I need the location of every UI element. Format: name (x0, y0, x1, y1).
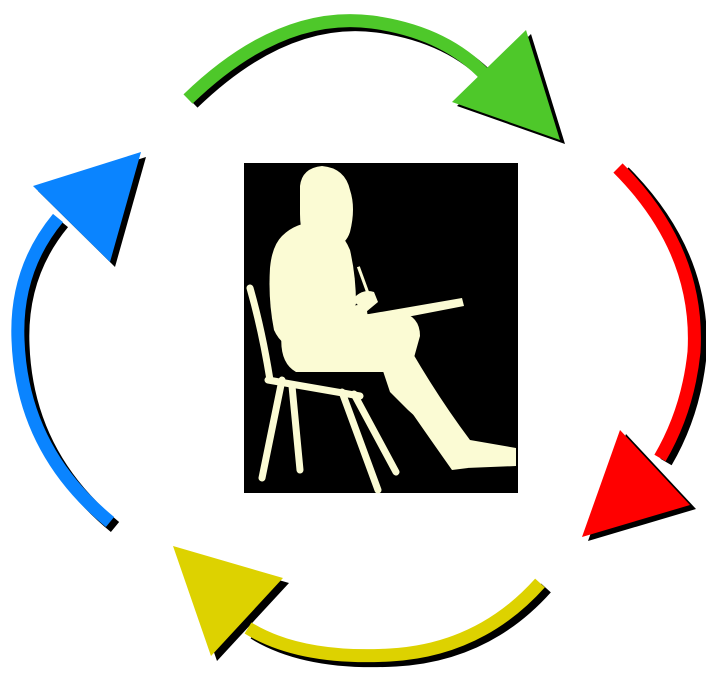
arrow-left-body (18, 218, 110, 522)
arrow-right-body (618, 168, 694, 458)
center-image (244, 163, 518, 493)
arrow-left-blue (18, 152, 146, 527)
arrow-right-red (582, 168, 700, 541)
arrow-bottom-yellow (173, 546, 546, 661)
arrow-top-body (188, 21, 486, 99)
arrow-top-green (188, 21, 565, 144)
arrow-bottom-body (248, 583, 540, 656)
